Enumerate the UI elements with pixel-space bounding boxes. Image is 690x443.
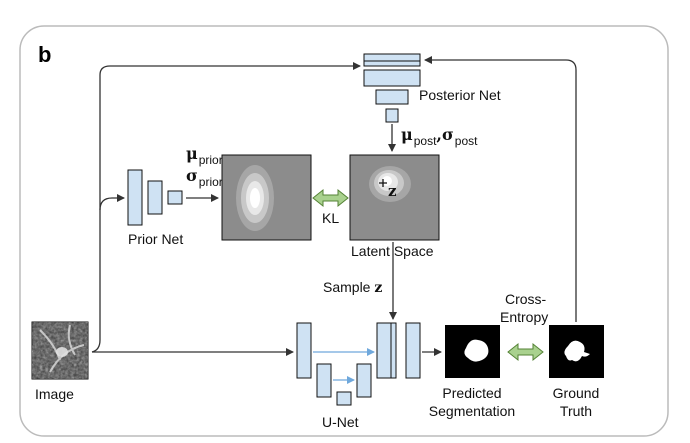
prior-distribution-panel xyxy=(221,154,312,241)
ground-truth-line1: Ground xyxy=(552,385,600,401)
unet-latent-concat xyxy=(390,322,397,379)
cross-entropy-line2: Entropy xyxy=(500,309,549,325)
posterior-params-comma: , xyxy=(436,125,442,144)
u-net xyxy=(296,322,421,406)
cross-entropy-line1: Cross- xyxy=(505,291,547,307)
predicted-line2: Segmentation xyxy=(428,403,516,419)
mu-prior-label: μprior xyxy=(186,144,223,168)
sample-z-symbol: z xyxy=(374,280,383,296)
sample-word: Sample xyxy=(323,279,371,295)
latent-space-panel xyxy=(349,154,440,241)
mu-post-subscript: post xyxy=(413,134,437,148)
mu-post-symbol: μ xyxy=(401,125,413,144)
unet-bottleneck xyxy=(336,391,352,406)
posterior-layer-4 xyxy=(385,108,399,123)
sigma-post-subscript: post xyxy=(454,134,478,148)
arrow-ground-truth-to-posterior xyxy=(424,56,577,322)
arrow-image-to-posterior xyxy=(91,62,361,353)
prior-net xyxy=(127,169,183,226)
sigma-post-symbol: σ xyxy=(441,125,454,144)
posterior-params-label: μpost,σpost xyxy=(401,125,477,149)
ground-truth-image xyxy=(549,325,604,378)
prior-layer-1 xyxy=(127,169,143,226)
prior-net-label: Prior Net xyxy=(128,231,184,247)
sample-point-marker xyxy=(379,179,387,187)
posterior-net xyxy=(363,53,421,123)
cross-entropy-double-arrow xyxy=(507,342,544,362)
sigma-prior-label: σprior xyxy=(186,166,223,190)
prior-layer-2 xyxy=(147,180,163,215)
ground-truth-line2: Truth xyxy=(559,403,593,419)
unet-output-layer xyxy=(405,322,421,379)
unet-dec-1 xyxy=(376,322,392,379)
sigma-prior-subscript: prior xyxy=(198,175,223,189)
posterior-layer-3 xyxy=(375,89,409,105)
prior-layer-3 xyxy=(167,190,183,205)
posterior-layer-2 xyxy=(363,69,421,87)
latent-z-label: z xyxy=(388,182,397,200)
input-image xyxy=(31,321,89,380)
posterior-layer-1a xyxy=(363,53,421,62)
posterior-layer-1b xyxy=(363,60,421,67)
kl-label: KL xyxy=(322,210,340,226)
panel-frame xyxy=(19,25,669,437)
posterior-net-label: Posterior Net xyxy=(419,87,501,103)
arrow-image-to-prior xyxy=(99,194,125,211)
sigma-prior-symbol: σ xyxy=(186,166,198,185)
unet-enc-2 xyxy=(316,363,332,398)
mu-prior-subscript: prior xyxy=(198,153,223,167)
predicted-segmentation-image xyxy=(445,325,500,378)
unet-dec-2 xyxy=(356,363,372,398)
kl-double-arrow xyxy=(312,188,349,208)
image-label: Image xyxy=(35,386,74,402)
latent-space-label: Latent Space xyxy=(351,243,434,259)
mu-prior-symbol: μ xyxy=(186,144,198,163)
unet-label: U-Net xyxy=(322,414,359,430)
predicted-line1: Predicted xyxy=(442,385,502,401)
unet-enc-1 xyxy=(296,322,312,379)
panel-label: b xyxy=(38,42,52,67)
sample-z-label: Sample z xyxy=(323,279,382,296)
